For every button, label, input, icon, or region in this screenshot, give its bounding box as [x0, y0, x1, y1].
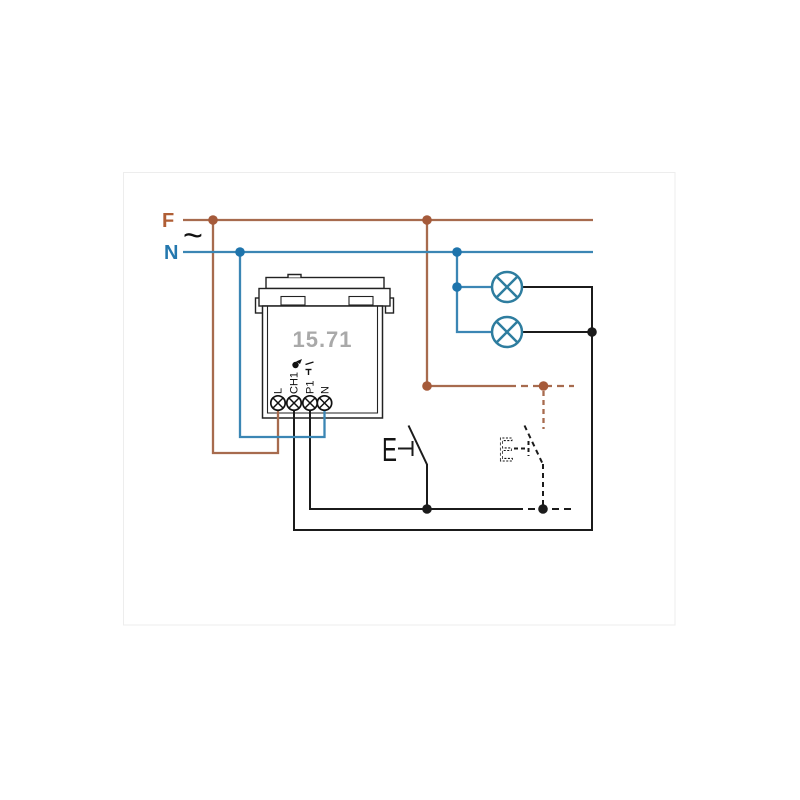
pushbutton-optional: E — [498, 425, 544, 506]
terminal-screw-N — [316, 394, 333, 412]
device-body-inner-line — [266, 306, 379, 414]
wire-phase-to-pushbutton — [425, 220, 509, 388]
wire-phase-to-L-terminal — [211, 220, 280, 455]
neutral-label: N — [164, 242, 178, 264]
lamp-circle — [490, 315, 524, 349]
optional-pushbutton-e-label: E — [499, 431, 514, 468]
diagram-frame — [123, 172, 676, 626]
pushbutton-e: E — [382, 425, 428, 509]
device-tab-right — [348, 295, 374, 306]
phase-wires — [183, 218, 593, 455]
junction-dot-signal — [422, 504, 432, 514]
junction-dots — [208, 215, 597, 514]
lamp-cross — [495, 275, 519, 299]
junction-dot-signal — [587, 327, 597, 337]
device-tab-left — [280, 295, 306, 306]
junction-dot-phase — [422, 381, 432, 391]
terminal-screw-P1 — [301, 394, 319, 412]
lamp-circle — [490, 270, 524, 304]
terminal-label-P1: P1 — [305, 381, 317, 394]
pushbutton-e-label: E — [382, 431, 397, 468]
terminal-label-N: N — [320, 386, 332, 394]
lamp-cross — [495, 320, 519, 344]
terminal-screws — [269, 394, 333, 412]
junction-dot-phase — [208, 215, 218, 225]
device-lid — [265, 276, 385, 290]
lamp-load-icon — [292, 359, 302, 369]
device-model-label: 15.71 — [292, 327, 352, 352]
junction-dot-neutral — [452, 247, 462, 257]
wire-neutral-to-lamp2 — [455, 252, 492, 334]
junction-dot-phase — [422, 215, 432, 225]
wire-p1-to-pushbutton — [309, 410, 516, 510]
optional-pushbutton-lever — [523, 425, 544, 465]
wire-neutral-to-N-terminal — [238, 252, 326, 439]
pushbutton-lever — [407, 425, 428, 465]
lamp-symbol-1 — [490, 270, 524, 304]
junction-dot-neutral — [235, 247, 245, 257]
terminal-label-CH1: CH1 — [289, 372, 301, 394]
lamp-symbol-2 — [490, 315, 524, 349]
terminal-screw-CH1 — [285, 394, 303, 412]
device-lid-notch — [287, 273, 302, 278]
ac-symbol: ~ — [183, 217, 203, 255]
terminal-labels: L CH1 P1 N — [273, 359, 332, 394]
junction-dot-phase-optional — [538, 381, 549, 391]
terminal-label-L: L — [273, 388, 285, 394]
junction-dot-neutral — [452, 282, 462, 292]
wire-ch1-to-lamps — [293, 286, 593, 531]
terminal-screw-L — [269, 394, 287, 412]
phase-label: F — [162, 210, 174, 232]
pushbutton-icon — [305, 361, 314, 375]
neutral-wires — [183, 250, 593, 439]
junction-dot-signal-optional — [538, 504, 548, 514]
